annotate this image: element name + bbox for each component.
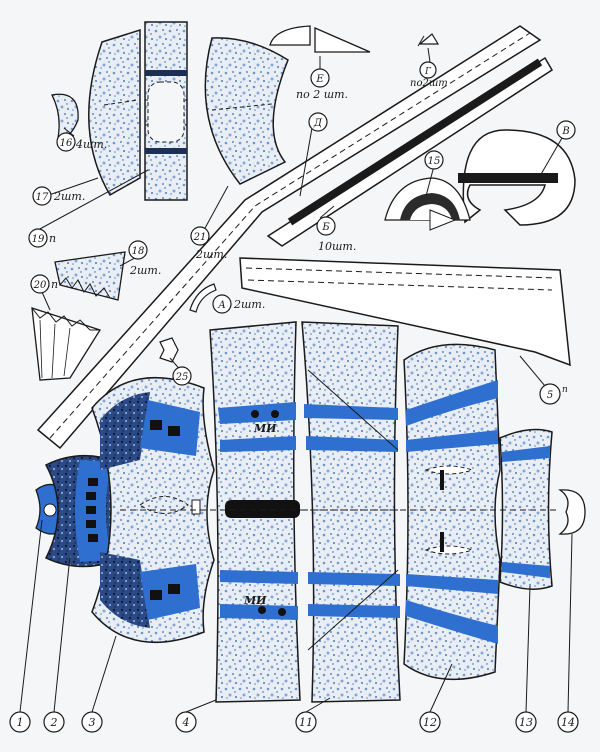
part-11 — [301, 321, 401, 703]
label-V: В — [561, 126, 569, 137]
part-21 — [204, 37, 289, 185]
part-12 — [403, 343, 501, 681]
part-19 — [144, 21, 188, 201]
label-17-qty: 2шт. — [53, 190, 85, 203]
part-25 — [159, 337, 179, 363]
part-20 — [31, 307, 101, 381]
label-A-qty: 2шт. — [233, 298, 265, 311]
label-4: 4 — [182, 716, 190, 729]
label-2: 2 — [50, 716, 58, 729]
label-B-qty: 10шт. — [318, 240, 356, 253]
label-19: 19 — [32, 234, 45, 245]
label-12: 12 — [423, 716, 437, 729]
label-16-qty: 4шт. — [75, 138, 107, 151]
part-5-wing — [239, 257, 571, 367]
marking-mi-bottom: МИ — [243, 594, 267, 607]
part-16 — [51, 93, 79, 139]
label-18: 18 — [132, 246, 145, 257]
label-1: 1 — [17, 716, 24, 729]
part-18 — [54, 251, 126, 301]
label-circles — [9, 61, 579, 733]
part-G — [417, 33, 440, 47]
label-13: 13 — [519, 716, 533, 729]
part-15 — [384, 177, 471, 231]
part-14 — [558, 489, 586, 535]
label-D: Д — [313, 118, 323, 129]
part-17 — [88, 28, 141, 197]
part-B-spar — [266, 56, 554, 247]
part-E — [269, 25, 371, 53]
label-15: 15 — [428, 156, 441, 167]
label-18-qty: 2шт. — [129, 264, 161, 277]
label-E-qty: по 2 шт. — [296, 88, 348, 101]
label-20: 20 — [33, 280, 47, 291]
part-13 — [499, 428, 553, 590]
label-11: 11 — [299, 716, 313, 729]
part-V — [458, 129, 576, 226]
label-E: Е — [315, 74, 324, 85]
label-19-suffix: п — [49, 232, 56, 245]
label-5-suffix: п — [562, 385, 568, 395]
label-25: 25 — [175, 372, 189, 383]
label-3: 3 — [89, 716, 96, 729]
label-17: 17 — [36, 192, 49, 203]
marking-mi-top: МИ — [253, 422, 277, 435]
label-21: 21 — [193, 232, 207, 243]
label-21-qty: 2шт. — [195, 248, 227, 261]
label-G: Г — [424, 67, 432, 77]
label-20-suffix: п — [51, 278, 58, 291]
label-A: А — [217, 300, 226, 311]
label-G-qty: по2шт — [410, 78, 448, 89]
part-A — [189, 283, 217, 313]
label-5: 5 — [547, 390, 553, 401]
label-14: 14 — [561, 716, 575, 729]
leader-lines — [19, 47, 573, 713]
label-16: 16 — [60, 138, 73, 149]
part-D-strip — [36, 25, 542, 450]
label-B: Б — [321, 222, 330, 233]
part-2 — [44, 454, 119, 568]
part-4 — [209, 321, 301, 703]
